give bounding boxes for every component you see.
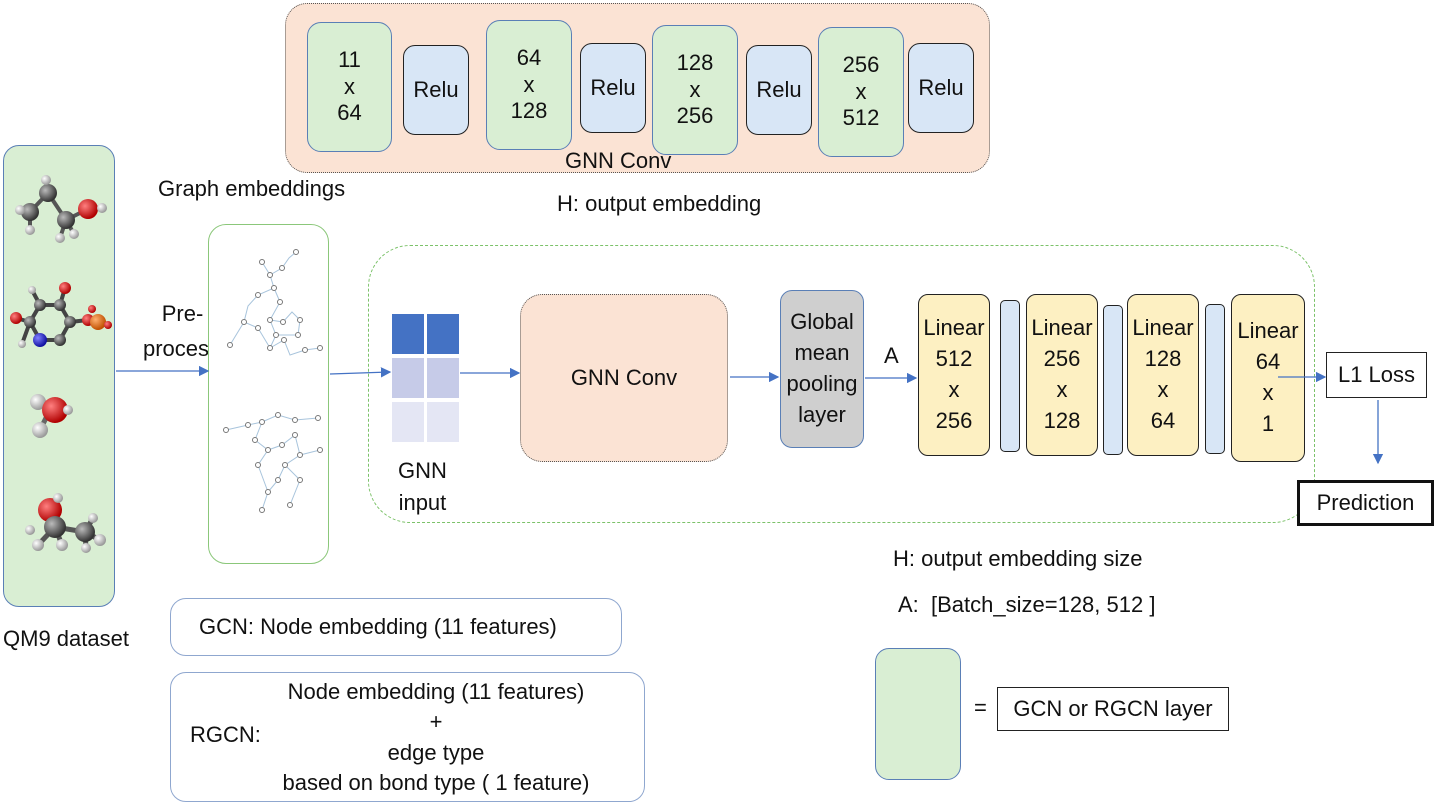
activation-bar-3: [1205, 304, 1225, 454]
relu-block-3: Relu: [746, 45, 812, 135]
rgcn-note-box: [170, 672, 645, 802]
activation-bar-2: [1103, 305, 1123, 455]
l1-loss-box: L1 Loss: [1326, 352, 1427, 398]
relu-block-1: Relu: [403, 45, 469, 135]
graph-embeddings-label: Graph embeddings: [158, 176, 346, 201]
arrow-graph-to-input: [329, 367, 392, 378]
rgcn-details: Node embedding (11 features) + edge type…: [282, 679, 590, 796]
output-embedding-size-note: H: output embedding size: [893, 546, 1143, 571]
relu-block-4: Relu: [908, 43, 974, 133]
pipeline-panel: [368, 245, 1315, 523]
activation-bar-1: [1000, 300, 1020, 452]
preprocess-label: Pre- process: [143, 301, 221, 362]
legend-equals: =: [974, 695, 987, 720]
gnn-conv-block: GNN Conv: [520, 294, 728, 462]
legend-label-box: GCN or RGCN layer: [997, 687, 1229, 731]
gcn-note-box: GCN: Node embedding (11 features): [170, 598, 622, 656]
qm9-dataset-label: QM9 dataset: [3, 626, 129, 651]
legend-swatch: [875, 648, 961, 780]
graph-embeddings-panel: [208, 224, 329, 564]
gnn-input-matrix: [392, 314, 459, 442]
a-label: A: [884, 343, 899, 368]
gnn-input-label: GNN input: [398, 458, 447, 515]
gnn-conv-caption: GNN Conv: [565, 148, 672, 173]
output-embedding-caption: H: output embedding: [557, 191, 762, 216]
rgcn-prefix: RGCN:: [190, 722, 261, 747]
relu-block-2: Relu: [580, 43, 646, 133]
prediction-box: Prediction: [1297, 480, 1434, 526]
a-shape-note: A: [Batch_size=128, 512 ]: [898, 592, 1156, 617]
